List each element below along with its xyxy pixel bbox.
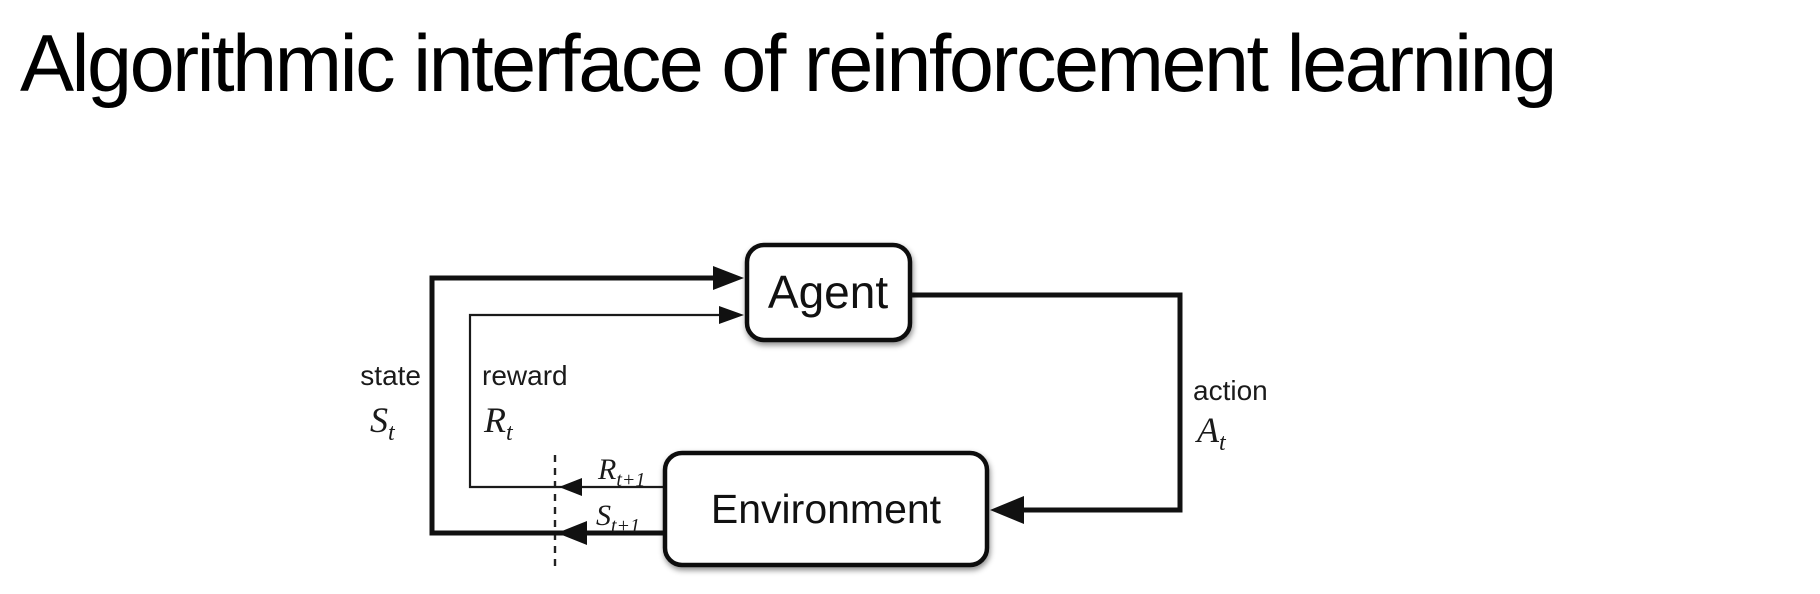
action-symbol-main: A (1195, 410, 1220, 450)
state-arrowhead (713, 266, 744, 290)
reward-arrowhead (719, 306, 744, 324)
next-state-symbol-sub: t+1 (611, 515, 640, 537)
agent-label: Agent (768, 266, 888, 318)
next-state-arrowhead (557, 521, 587, 545)
reward-symbol-sub: t (506, 420, 514, 446)
next-reward-symbol: Rt+1 (597, 453, 645, 491)
slide-title: Algorithmic interface of reinforcement l… (20, 19, 1557, 109)
next-reward-arrowhead (559, 478, 582, 496)
action-arrowhead (990, 496, 1024, 524)
agent-node (744, 242, 913, 343)
action-symbol: At (1195, 410, 1227, 456)
state-symbol-sub: t (388, 420, 396, 446)
state-arrow (429, 275, 732, 536)
action-label: action (1193, 375, 1268, 406)
next-reward-symbol-main: R (597, 453, 616, 486)
state-symbol: St (370, 400, 396, 446)
reward-symbol-main: R (483, 400, 506, 440)
environment-label: Environment (711, 486, 942, 532)
reward-symbol: Rt (483, 400, 514, 446)
next-state-symbol: St+1 (596, 499, 640, 537)
state-symbol-main: S (370, 400, 388, 440)
environment-node (662, 450, 990, 568)
state-label: state (360, 360, 421, 391)
next-reward-symbol-sub: t+1 (616, 469, 645, 491)
reward-label: reward (482, 360, 568, 391)
action-symbol-sub: t (1219, 430, 1227, 456)
action-arrow (910, 292, 1183, 513)
next-state-symbol-main: S (596, 499, 611, 532)
